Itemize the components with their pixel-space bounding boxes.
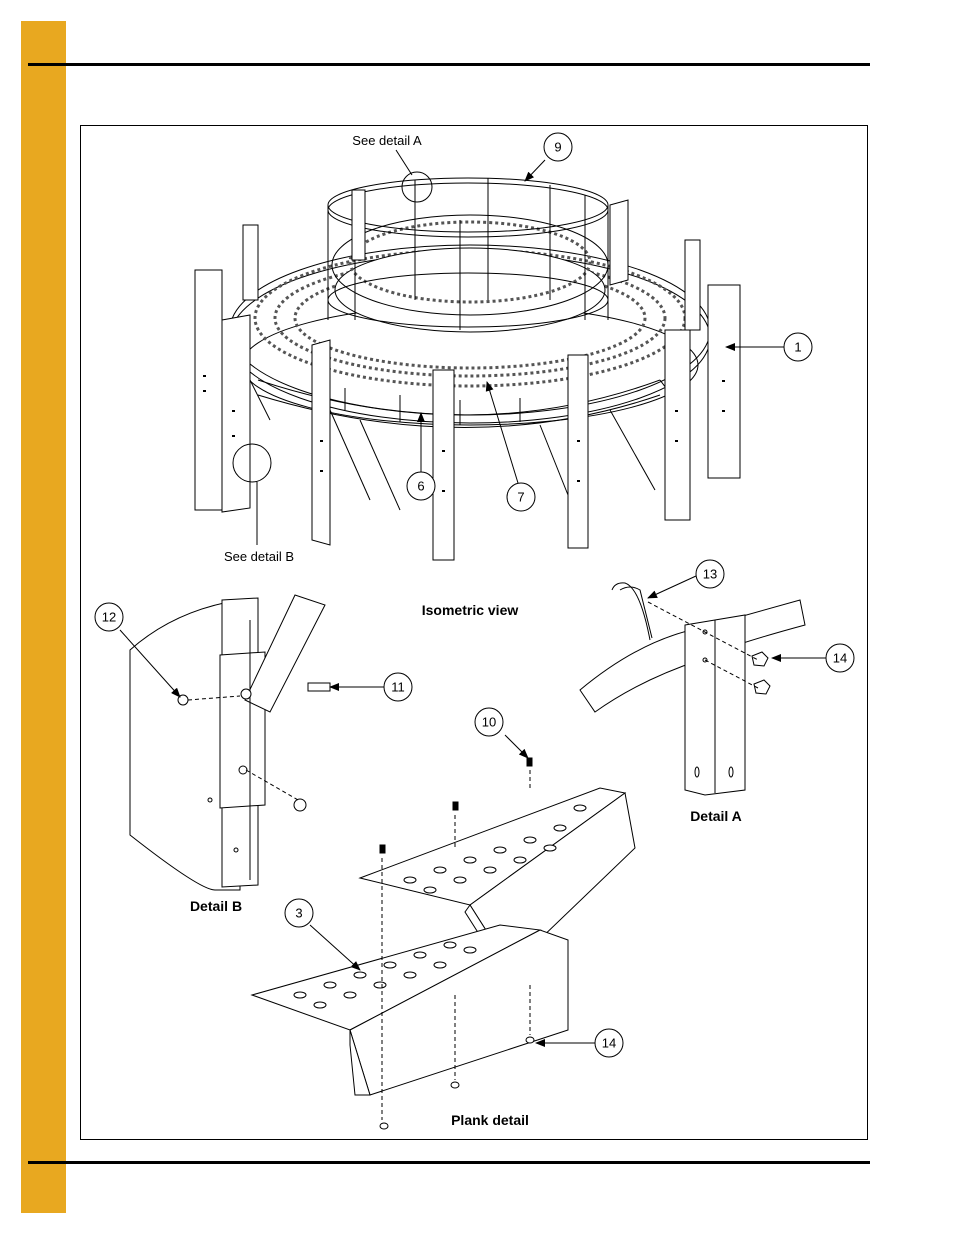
callout-13-label: 13 [703,567,717,582]
plank-detail-drawing [250,757,636,1130]
callout-14-detail-a-label: 14 [833,651,847,666]
callout-7-label: 7 [517,490,524,505]
isometric-view-drawing [194,171,741,561]
see-detail-b-label: See detail B [224,549,294,564]
leader-10 [504,734,529,759]
bottom-rule [28,1161,870,1164]
callout-14-detail-a [825,643,855,673]
callout-9 [543,132,573,162]
leader-see-detail-a [395,149,413,176]
plank-detail-label: Plank detail [451,1112,529,1128]
callout-13 [695,559,725,589]
see-detail-a-label: See detail A [352,133,422,148]
callout-10-label: 10 [482,715,496,730]
callout-12 [94,602,124,632]
callout-7 [506,482,536,512]
leader-9 [524,159,546,182]
callout-14-plank-label: 14 [602,1036,616,1051]
leader-7 [485,381,519,484]
callout-1-label: 1 [794,340,801,355]
callout-3-label: 3 [295,906,302,921]
callout-6-label: 6 [417,479,424,494]
callout-12-label: 12 [102,610,116,625]
leader-3 [309,924,361,971]
callout-9-label: 9 [554,140,561,155]
callout-3 [284,898,314,928]
top-rule [28,63,870,66]
drawing-frame [80,125,868,1140]
callout-11-label: 11 [391,680,405,695]
side-color-bar [21,21,66,1213]
detail-a-label: Detail A [690,808,742,824]
leader-12 [119,629,181,698]
callout-6 [406,471,436,501]
detail-a-drawing [579,582,806,796]
callout-14-plank [594,1028,624,1058]
callout-11 [383,672,413,702]
callout-10 [474,707,504,737]
leader-13 [647,575,697,599]
isometric-view-label: Isometric view [422,602,519,618]
detail-b-label: Detail B [190,898,242,914]
callout-1 [783,332,813,362]
detail-b-drawing [129,594,331,891]
